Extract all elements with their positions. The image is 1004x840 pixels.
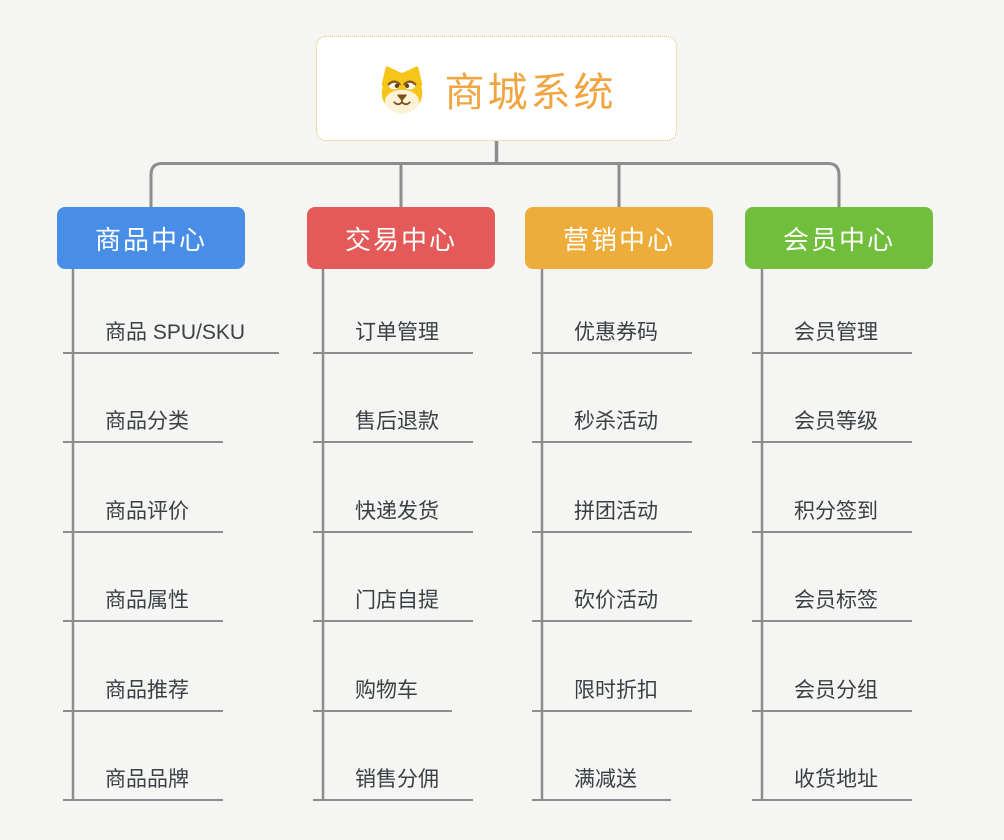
leaf-node[interactable]: 商品分类: [63, 403, 223, 443]
leaf-node[interactable]: 商品品牌: [63, 761, 223, 801]
branch-header-product-center[interactable]: 商品中心: [57, 207, 245, 269]
leaf-node[interactable]: 商品评价: [63, 493, 223, 533]
leaf-node[interactable]: 购物车: [313, 672, 452, 712]
leaf-node[interactable]: 限时折扣: [532, 672, 692, 712]
leaf-node[interactable]: 门店自提: [313, 582, 473, 622]
leaf-node[interactable]: 商品 SPU/SKU: [63, 314, 280, 354]
leaf-node[interactable]: 销售分佣: [313, 761, 473, 801]
leaf-node[interactable]: 满减送: [532, 761, 671, 801]
leaf-node[interactable]: 会员管理: [752, 314, 912, 354]
leaf-node[interactable]: 砍价活动: [532, 582, 692, 622]
branch-label: 营销中心: [562, 224, 675, 255]
leaf-node[interactable]: 拼团活动: [532, 493, 692, 533]
branch-label: 商品中心: [94, 224, 207, 255]
branch-label: 交易中心: [344, 224, 457, 255]
leaf-node[interactable]: 订单管理: [313, 314, 473, 354]
leaf-node[interactable]: 会员标签: [752, 582, 912, 622]
leaf-node[interactable]: 优惠券码: [532, 314, 692, 354]
leaf-node[interactable]: 会员分组: [752, 672, 912, 712]
leaf-node[interactable]: 商品推荐: [63, 672, 223, 712]
leaf-node[interactable]: 会员等级: [752, 403, 912, 443]
root-node[interactable]: 商城系统: [316, 36, 677, 141]
leaf-node[interactable]: 收货地址: [752, 761, 912, 801]
branch-label: 会员中心: [782, 224, 895, 255]
leaf-node[interactable]: 快递发货: [313, 493, 473, 533]
root-title: 商城系统: [444, 70, 617, 115]
branch-header-member-center[interactable]: 会员中心: [745, 207, 933, 269]
dog-face-icon: [381, 65, 422, 113]
leaf-node[interactable]: 秒杀活动: [532, 403, 692, 443]
leaf-node[interactable]: 售后退款: [313, 403, 473, 443]
leaf-node[interactable]: 积分签到: [752, 493, 912, 533]
branch-header-transaction-center[interactable]: 交易中心: [307, 207, 495, 269]
leaf-node[interactable]: 商品属性: [63, 582, 223, 622]
branch-header-marketing-center[interactable]: 营销中心: [525, 207, 713, 269]
